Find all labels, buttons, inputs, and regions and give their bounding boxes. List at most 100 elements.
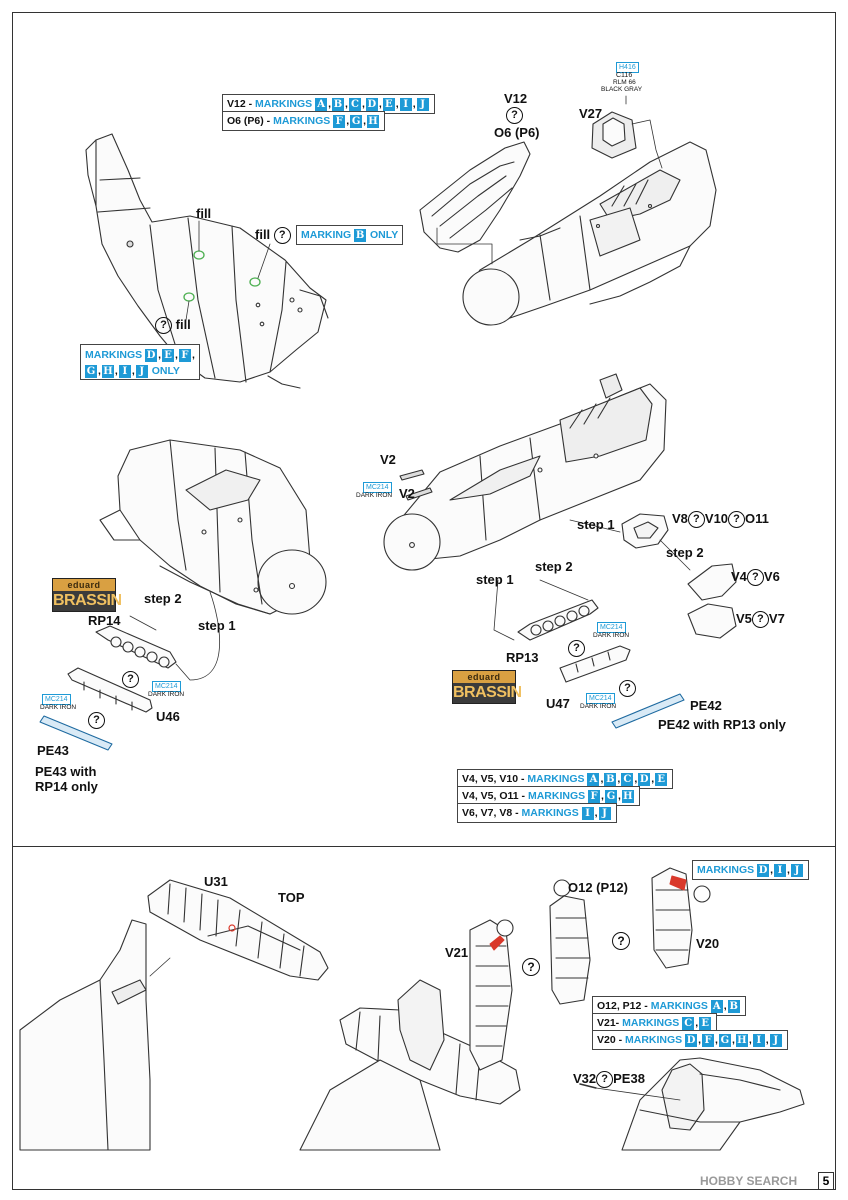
markings-row: V21- MARKINGS C,E	[592, 1013, 718, 1033]
question-icon: ?	[751, 611, 769, 628]
markings-row: V4, V5, V10 - MARKINGS A,B,C,D,E	[457, 769, 674, 789]
paint-dark-iron: DARK IRON	[356, 492, 393, 499]
v32-pe38-label: V32?PE38	[573, 1071, 645, 1088]
fill-label-optional: fill ?	[255, 227, 291, 244]
markings-box-v12: V12 - MARKINGS A,B,C,D,E,I,J	[222, 94, 435, 114]
label-u46: U46	[156, 709, 180, 724]
question-marker: ?	[612, 932, 630, 950]
nose-assembly-left	[99, 439, 327, 615]
exhaust-rp13	[517, 599, 599, 641]
markings-row: V20 - MARKINGS D,F,G,H,I,J	[592, 1030, 788, 1050]
rudder-v20	[651, 867, 693, 969]
question-marker: ?	[619, 680, 636, 697]
step1-label-second: step 1	[476, 572, 514, 587]
paint-dark-iron: DARK IRON	[148, 691, 185, 698]
markings-row: O12, P12 - MARKINGS A,B	[592, 996, 746, 1016]
question-icon: ?	[155, 317, 172, 334]
label-v2-second: V2	[399, 486, 415, 501]
part-v5	[687, 603, 737, 639]
brassin-logo: eduard BRASSIN	[452, 670, 522, 704]
question-icon: ?	[506, 107, 523, 124]
markings-row: V6, V7, V8 - MARKINGS I,J	[457, 803, 617, 823]
pe43-note-line1: PE43 with	[35, 764, 97, 779]
part-pe42	[611, 693, 685, 729]
part-pe43	[39, 715, 113, 751]
markings-box-o6: O6 (P6) - MARKINGS F,G,H	[222, 111, 386, 131]
paint-name: BLACK GRAY	[601, 86, 643, 93]
label-v21: V21	[445, 945, 469, 960]
rudder-o12	[549, 895, 591, 1005]
rudder-v21	[469, 919, 513, 1071]
question-marker: ?	[506, 107, 523, 124]
rear-fuselage-drawing	[85, 133, 329, 389]
paint-rlm: RLM 66	[613, 79, 636, 86]
page-frame	[12, 12, 836, 1190]
label-rp13: RP13	[506, 650, 539, 665]
marking-letters: A,B,C,D,E,I,J	[315, 97, 430, 111]
label-u47: U47	[546, 696, 570, 711]
question-icon: ?	[568, 640, 585, 657]
paint-code-mc214: MC214	[363, 482, 392, 493]
question-marker: ?	[522, 958, 540, 976]
part-v8	[621, 513, 669, 549]
step1-label: step 1	[198, 618, 236, 633]
part-v4	[687, 563, 737, 601]
question-icon: ?	[122, 671, 139, 688]
label-v27: V27	[579, 106, 603, 121]
gun-barrels-v2	[399, 469, 433, 501]
label-o6-p6: O6 (P6)	[494, 125, 540, 140]
label-u31: U31	[204, 874, 228, 889]
pe42-note: PE42 with RP13 only	[658, 717, 786, 732]
v4-v6-label: V4?V6	[731, 569, 780, 586]
question-marker: ?	[88, 712, 105, 729]
page-number: 5	[818, 1172, 834, 1190]
marking-b-only-box: MARKING B ONLY	[296, 225, 404, 245]
fill-label-optional-2: ? fill	[155, 317, 191, 334]
step2-label: step 2	[144, 591, 182, 606]
paint-dark-iron: DARK IRON	[593, 632, 630, 639]
rear-fuselage-bottom	[19, 919, 151, 1151]
question-marker: ?	[568, 640, 585, 657]
step2-label: step 2	[666, 545, 704, 560]
engine-cover-drawing	[419, 141, 531, 253]
question-icon: ?	[746, 569, 764, 586]
paint-code-mc214: MC214	[597, 622, 626, 633]
v5-v7-label: V5?V7	[736, 611, 785, 628]
markings-dij-box: MARKINGS D,I,J	[692, 860, 809, 880]
watermark: HOBBY SEARCH	[700, 1174, 798, 1188]
label-v20: V20	[696, 936, 720, 951]
exhaust-rp14	[95, 625, 177, 669]
fill-label: fill	[196, 206, 212, 221]
canopy-part-v27	[591, 111, 637, 159]
section-divider	[12, 846, 836, 847]
question-icon: ?	[612, 932, 630, 950]
paint-code-mc214: MC214	[586, 693, 615, 704]
label-rp14: RP14	[88, 613, 121, 628]
stabilizer-u31	[147, 879, 329, 981]
paint-code-mc214: MC214	[42, 694, 71, 705]
pe43-note-line2: RP14 only	[35, 779, 98, 794]
label-v2: V2	[380, 452, 396, 467]
brassin-logo: eduard BRASSIN	[52, 578, 122, 612]
nose-assembly-right	[383, 373, 667, 571]
tail-assembly-middle	[299, 979, 521, 1151]
label-v12: V12	[504, 91, 528, 106]
marking-letters: F,G,H	[333, 114, 380, 128]
paint-code-mc214: MC214	[152, 681, 181, 692]
question-icon: ?	[596, 1071, 614, 1088]
paint-dark-iron: DARK IRON	[580, 703, 617, 710]
question-icon: ?	[619, 680, 636, 697]
question-icon: ?	[687, 511, 705, 528]
paint-code-c116: C116	[616, 72, 633, 79]
part-u46	[67, 667, 153, 713]
v8-v10-o11-label: V8?V10?O11	[672, 511, 769, 528]
step2-label-second: step 2	[535, 559, 573, 574]
paint-dark-iron: DARK IRON	[40, 704, 77, 711]
paint-code-h416: H416	[616, 62, 639, 73]
label-top: TOP	[278, 890, 305, 905]
question-icon: ?	[728, 511, 746, 528]
part-u47	[559, 645, 631, 683]
markings-multi-box: MARKINGS D,E,F, G,H,I,J ONLY	[80, 344, 200, 380]
